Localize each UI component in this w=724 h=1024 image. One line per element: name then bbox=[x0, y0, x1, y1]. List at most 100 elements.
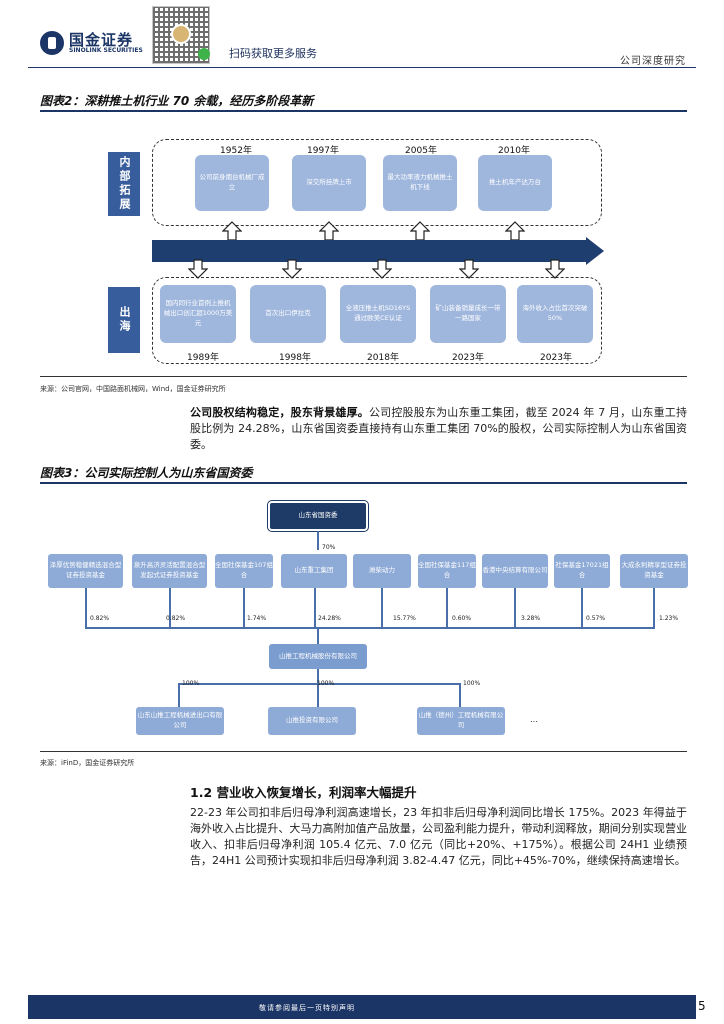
connector-line bbox=[459, 683, 461, 707]
figure2-bottom-rule bbox=[40, 376, 687, 377]
down-arrow-icon bbox=[545, 259, 565, 279]
connector-line bbox=[514, 588, 516, 628]
footer-bar bbox=[28, 995, 696, 1019]
logo-english-name: SINOLINK SECURITIES bbox=[69, 47, 143, 54]
connector-line bbox=[581, 588, 583, 628]
shareholder-box: 全国社保基金117组合 bbox=[418, 554, 476, 588]
connector-line bbox=[85, 588, 87, 628]
connector-line bbox=[243, 588, 245, 628]
holder-pct: 3.28% bbox=[521, 615, 541, 622]
section-heading: 1.2 营业收入恢复增长，利润率大幅提升 bbox=[190, 785, 417, 800]
connector-line bbox=[653, 588, 655, 628]
connector-line bbox=[317, 531, 319, 550]
shareholding-paragraph: 公司股权结构稳定，股东背景雄厚。公司控股股东为山东重工集团，截至 2024 年 … bbox=[190, 405, 687, 453]
subsidiary-pct: 100% bbox=[182, 680, 200, 687]
shareholder-box: 全国社保基金107组合 bbox=[215, 554, 273, 588]
sinolink-logo-icon bbox=[40, 31, 64, 55]
more-subsidiaries-ellipsis: … bbox=[530, 715, 538, 724]
overseas-year: 2023年 bbox=[540, 353, 572, 363]
holder-pct: 0.57% bbox=[586, 615, 606, 622]
shareholder-box: 社保基金17021组合 bbox=[554, 554, 610, 588]
holder-pct: 0.60% bbox=[452, 615, 472, 622]
connector-line bbox=[446, 588, 448, 628]
section-paragraph: 22-23 年公司扣非后归母净利润高速增长，23 年扣非后归母净利润同比增长 1… bbox=[190, 806, 687, 867]
domestic-milestone: 推土机年产达万台 bbox=[478, 155, 552, 211]
holder-pct: 1.74% bbox=[247, 615, 267, 622]
domestic-year: 2010年 bbox=[498, 146, 530, 156]
company-box: 山推工程机械股份有限公司 bbox=[269, 644, 367, 669]
connector-line bbox=[317, 683, 319, 707]
holder-pct: 0.82% bbox=[166, 615, 186, 622]
connector-line bbox=[381, 588, 383, 628]
up-arrow-icon bbox=[222, 221, 242, 241]
subsidiary-box: 山推投资有限公司 bbox=[268, 707, 356, 735]
paragraph-lead: 公司股权结构稳定，股东背景雄厚。 bbox=[190, 406, 369, 419]
overseas-timeline-box bbox=[152, 277, 602, 364]
figure3-bottom-rule bbox=[40, 751, 687, 752]
figure2-source: 来源：公司官网，中国路面机械网，Wind，国金证券研究所 bbox=[40, 385, 226, 393]
connector-line bbox=[169, 588, 171, 628]
domestic-year: 1952年 bbox=[220, 146, 252, 156]
up-arrow-icon bbox=[410, 221, 430, 241]
down-arrow-icon bbox=[188, 259, 208, 279]
domestic-year: 1997年 bbox=[307, 146, 339, 156]
overseas-milestone: 海外收入占比首次突破50% bbox=[517, 285, 593, 343]
domestic-label: 内部拓展 bbox=[108, 152, 140, 216]
timeline-arrow-head-icon bbox=[586, 237, 604, 265]
connector-line bbox=[178, 683, 180, 707]
figure2-top-rule bbox=[40, 110, 687, 112]
scan-prompt: 扫码获取更多服务 bbox=[229, 47, 317, 60]
subsidiary-pct: 100% bbox=[463, 680, 481, 687]
connector-line bbox=[314, 588, 316, 628]
connector-line bbox=[85, 627, 655, 629]
domestic-milestone: 最大功率液力机械推土机下线 bbox=[383, 155, 457, 211]
wechat-icon bbox=[198, 48, 210, 60]
overseas-milestone: 国内同行业首例上推机械出口创汇超1000万美元 bbox=[160, 285, 236, 343]
subsidiary-box: 山推（德州）工程机械有限公司 bbox=[417, 707, 505, 735]
controller-pct: 70% bbox=[322, 544, 336, 551]
domestic-milestone: 深交所挂牌上市 bbox=[292, 155, 366, 211]
qr-center-logo-icon bbox=[171, 24, 191, 44]
connector-line bbox=[317, 627, 319, 644]
subsidiary-box: 山东山推工程机械进出口有限公司 bbox=[136, 707, 224, 735]
overseas-label: 出海 bbox=[108, 287, 140, 353]
shareholder-box: 泉升高济灵活配置混合型发起式证券投资基金 bbox=[132, 554, 207, 588]
up-arrow-icon bbox=[505, 221, 525, 241]
holder-pct: 1.23% bbox=[659, 615, 679, 622]
subsidiary-pct: 100% bbox=[317, 680, 335, 687]
down-arrow-icon bbox=[372, 259, 392, 279]
overseas-year: 2023年 bbox=[452, 353, 484, 363]
overseas-year: 1989年 bbox=[187, 353, 219, 363]
domestic-timeline-box bbox=[152, 139, 602, 226]
domestic-milestone: 公司前身烟台机械厂成立 bbox=[195, 155, 269, 211]
holder-pct: 0.82% bbox=[90, 615, 110, 622]
shareholder-box: 潍柴动力 bbox=[353, 554, 411, 588]
figure2-title: 图表2：深耕推土机行业 70 余载，经历多阶段革新 bbox=[40, 94, 314, 108]
report-type-label: 公司深度研究 bbox=[620, 56, 686, 67]
domestic-year: 2005年 bbox=[405, 146, 437, 156]
paragraph-body: 公司控股股东为山东重工集团，截至 2024 年 7 月，山东重工持股比例为 24… bbox=[190, 406, 687, 451]
header-rule bbox=[28, 67, 696, 68]
figure3-source: 来源：iFinD，国金证券研究所 bbox=[40, 759, 135, 767]
shareholder-box: 大成永利精享型证券投资基金 bbox=[620, 554, 688, 588]
down-arrow-icon bbox=[282, 259, 302, 279]
overseas-milestone: 全液压推土机SD16YS通过欧美CE认证 bbox=[340, 285, 416, 343]
holder-pct: 15.77% bbox=[393, 615, 416, 622]
up-arrow-icon bbox=[319, 221, 339, 241]
overseas-year: 1998年 bbox=[279, 353, 311, 363]
shareholder-box: 泽厚优势稳健精选混合型证券投资基金 bbox=[48, 554, 123, 588]
timeline-arrow bbox=[152, 240, 588, 262]
figure3-top-rule bbox=[40, 482, 687, 484]
connector-line bbox=[178, 683, 460, 685]
figure3-title: 图表3：公司实际控制人为山东省国资委 bbox=[40, 466, 253, 480]
connector-line bbox=[317, 669, 319, 683]
down-arrow-icon bbox=[459, 259, 479, 279]
footer-disclaimer[interactable]: 敬请参阅最后一页特别声明 bbox=[259, 1004, 355, 1012]
logo-chinese-name: 国金证券 bbox=[69, 31, 134, 49]
holder-pct: 24.28% bbox=[318, 615, 341, 622]
page-number: 5 bbox=[698, 999, 706, 1013]
shareholder-box: 山东重工集团 bbox=[281, 554, 347, 588]
top-controller-box: 山东省国资委 bbox=[268, 501, 368, 531]
overseas-milestone: 矿山装备销量成长一带一路国家 bbox=[430, 285, 506, 343]
overseas-milestone: 首次出口伊拉克 bbox=[250, 285, 326, 343]
